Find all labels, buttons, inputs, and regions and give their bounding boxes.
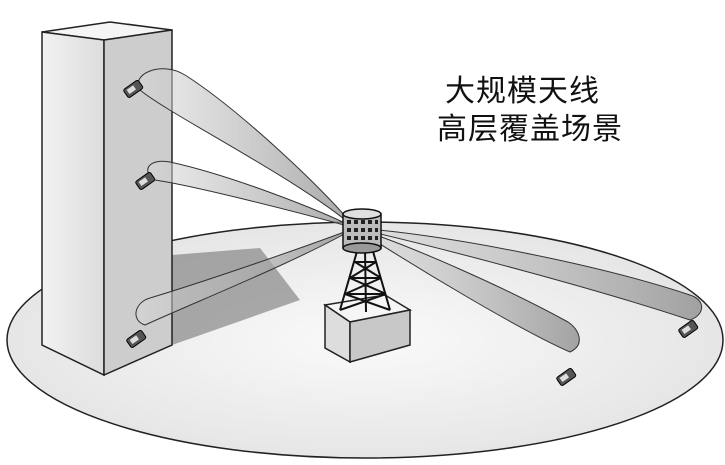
beam-top (137, 68, 356, 229)
user-phone-right (678, 319, 699, 338)
user-phone-front (556, 367, 577, 386)
lattice-tower (339, 247, 391, 313)
caption-line-2: 高层覆盖场景 (437, 112, 623, 147)
beam-middle (147, 160, 356, 229)
massive-mimo-antenna (342, 208, 382, 254)
tower-pedestal (323, 294, 413, 364)
user-phone-lower (126, 329, 147, 348)
beam-right (354, 227, 703, 321)
beam-front (354, 227, 580, 353)
user-phone-top (123, 79, 144, 98)
user-phone-middle (135, 171, 156, 190)
caption-line-1: 大规模天线 (445, 74, 600, 109)
beams (135, 68, 703, 353)
building-shadow (172, 248, 300, 345)
high-rise-building (41, 21, 173, 377)
beam-lower (135, 227, 356, 326)
